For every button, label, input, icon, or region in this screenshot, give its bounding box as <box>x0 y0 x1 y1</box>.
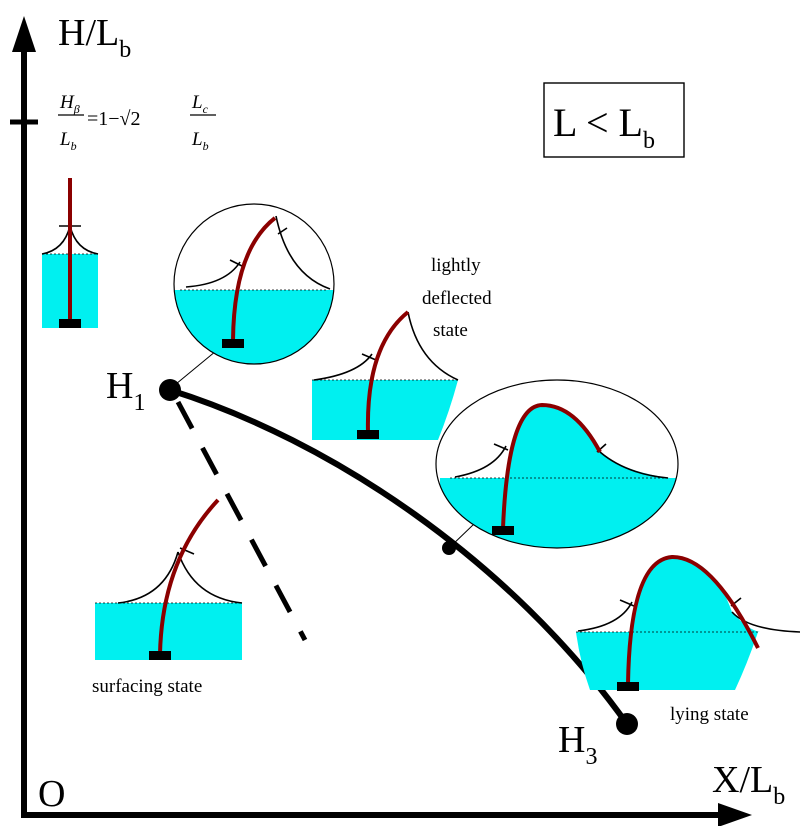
surfacing-state-label: surfacing state <box>92 676 202 697</box>
x-axis-label: X/Lb <box>712 759 785 810</box>
fiber <box>158 498 220 655</box>
y-axis-arrow <box>12 16 36 52</box>
zoom-connector-mid <box>448 523 475 549</box>
zoom-circle-frame <box>173 203 335 365</box>
fiber <box>501 402 602 529</box>
point-h1-label: H1 <box>106 365 145 416</box>
meniscus-right <box>407 311 459 381</box>
clamp <box>222 339 244 348</box>
water-bath <box>95 603 242 660</box>
clamp <box>492 526 514 535</box>
meniscus-right <box>731 611 800 633</box>
meniscus-left <box>577 601 633 632</box>
axes <box>10 16 752 826</box>
meniscus-left <box>117 551 179 604</box>
origin-label: O <box>38 773 65 815</box>
fiber <box>626 554 760 685</box>
surfacing-state-illustration <box>95 498 243 660</box>
condition-box-frame <box>543 82 685 158</box>
clamp <box>149 651 171 660</box>
y-axis-label: H/Lb <box>58 12 131 63</box>
water-bath <box>312 380 458 440</box>
contact-tick <box>619 599 635 607</box>
vertical-state-illustration <box>41 178 99 328</box>
zoom-ellipse-mid <box>435 379 679 549</box>
water-bath <box>576 632 758 690</box>
meniscus-right <box>599 451 669 479</box>
clamp <box>59 319 81 328</box>
point-h1-marker <box>159 379 181 401</box>
lying-state-illustration <box>576 554 800 691</box>
lightly-state-label: lightly deflected state <box>422 255 496 341</box>
meniscus-right <box>275 215 331 290</box>
frac1-numerator: Hβ <box>59 92 80 116</box>
frac2-denominator: Lb <box>191 129 209 153</box>
meniscus-left <box>185 261 241 288</box>
clamp <box>617 682 639 691</box>
water-bump <box>508 405 670 478</box>
zoom-connector-h1 <box>175 350 217 385</box>
dashed-unstable-branch <box>175 400 308 642</box>
zoom-circle-h1 <box>173 203 335 365</box>
lying-state-label: lying state <box>670 704 749 725</box>
point-h3-marker <box>616 713 638 735</box>
y-tick-formula: Hβ Lb =1−√2 Lc Lb <box>58 92 216 153</box>
contact-tick <box>229 259 243 267</box>
frac2-numerator: Lc <box>191 92 209 116</box>
zoom-ellipse-frame <box>435 379 679 549</box>
meniscus-right <box>177 551 243 604</box>
water-bump <box>632 556 760 632</box>
frac1-denominator: Lb <box>59 129 77 153</box>
lightly-deflected-illustration <box>312 310 459 440</box>
fiber <box>365 310 410 433</box>
contact-tick <box>277 227 288 235</box>
x-axis-arrow <box>718 803 752 826</box>
solid-branch-curve <box>169 387 630 726</box>
condition-box: L < Lb <box>543 82 685 158</box>
condition-box-text: L < Lb <box>553 100 655 154</box>
meniscus-left <box>313 353 373 381</box>
water-bath <box>174 290 334 364</box>
meniscus-left <box>454 445 507 478</box>
formula-middle: =1−√2 <box>87 108 141 130</box>
clamp <box>357 430 379 439</box>
contact-tick <box>361 353 377 361</box>
fiber <box>231 216 277 341</box>
point-h3-label: H3 <box>558 719 597 770</box>
contact-tick <box>493 443 509 451</box>
